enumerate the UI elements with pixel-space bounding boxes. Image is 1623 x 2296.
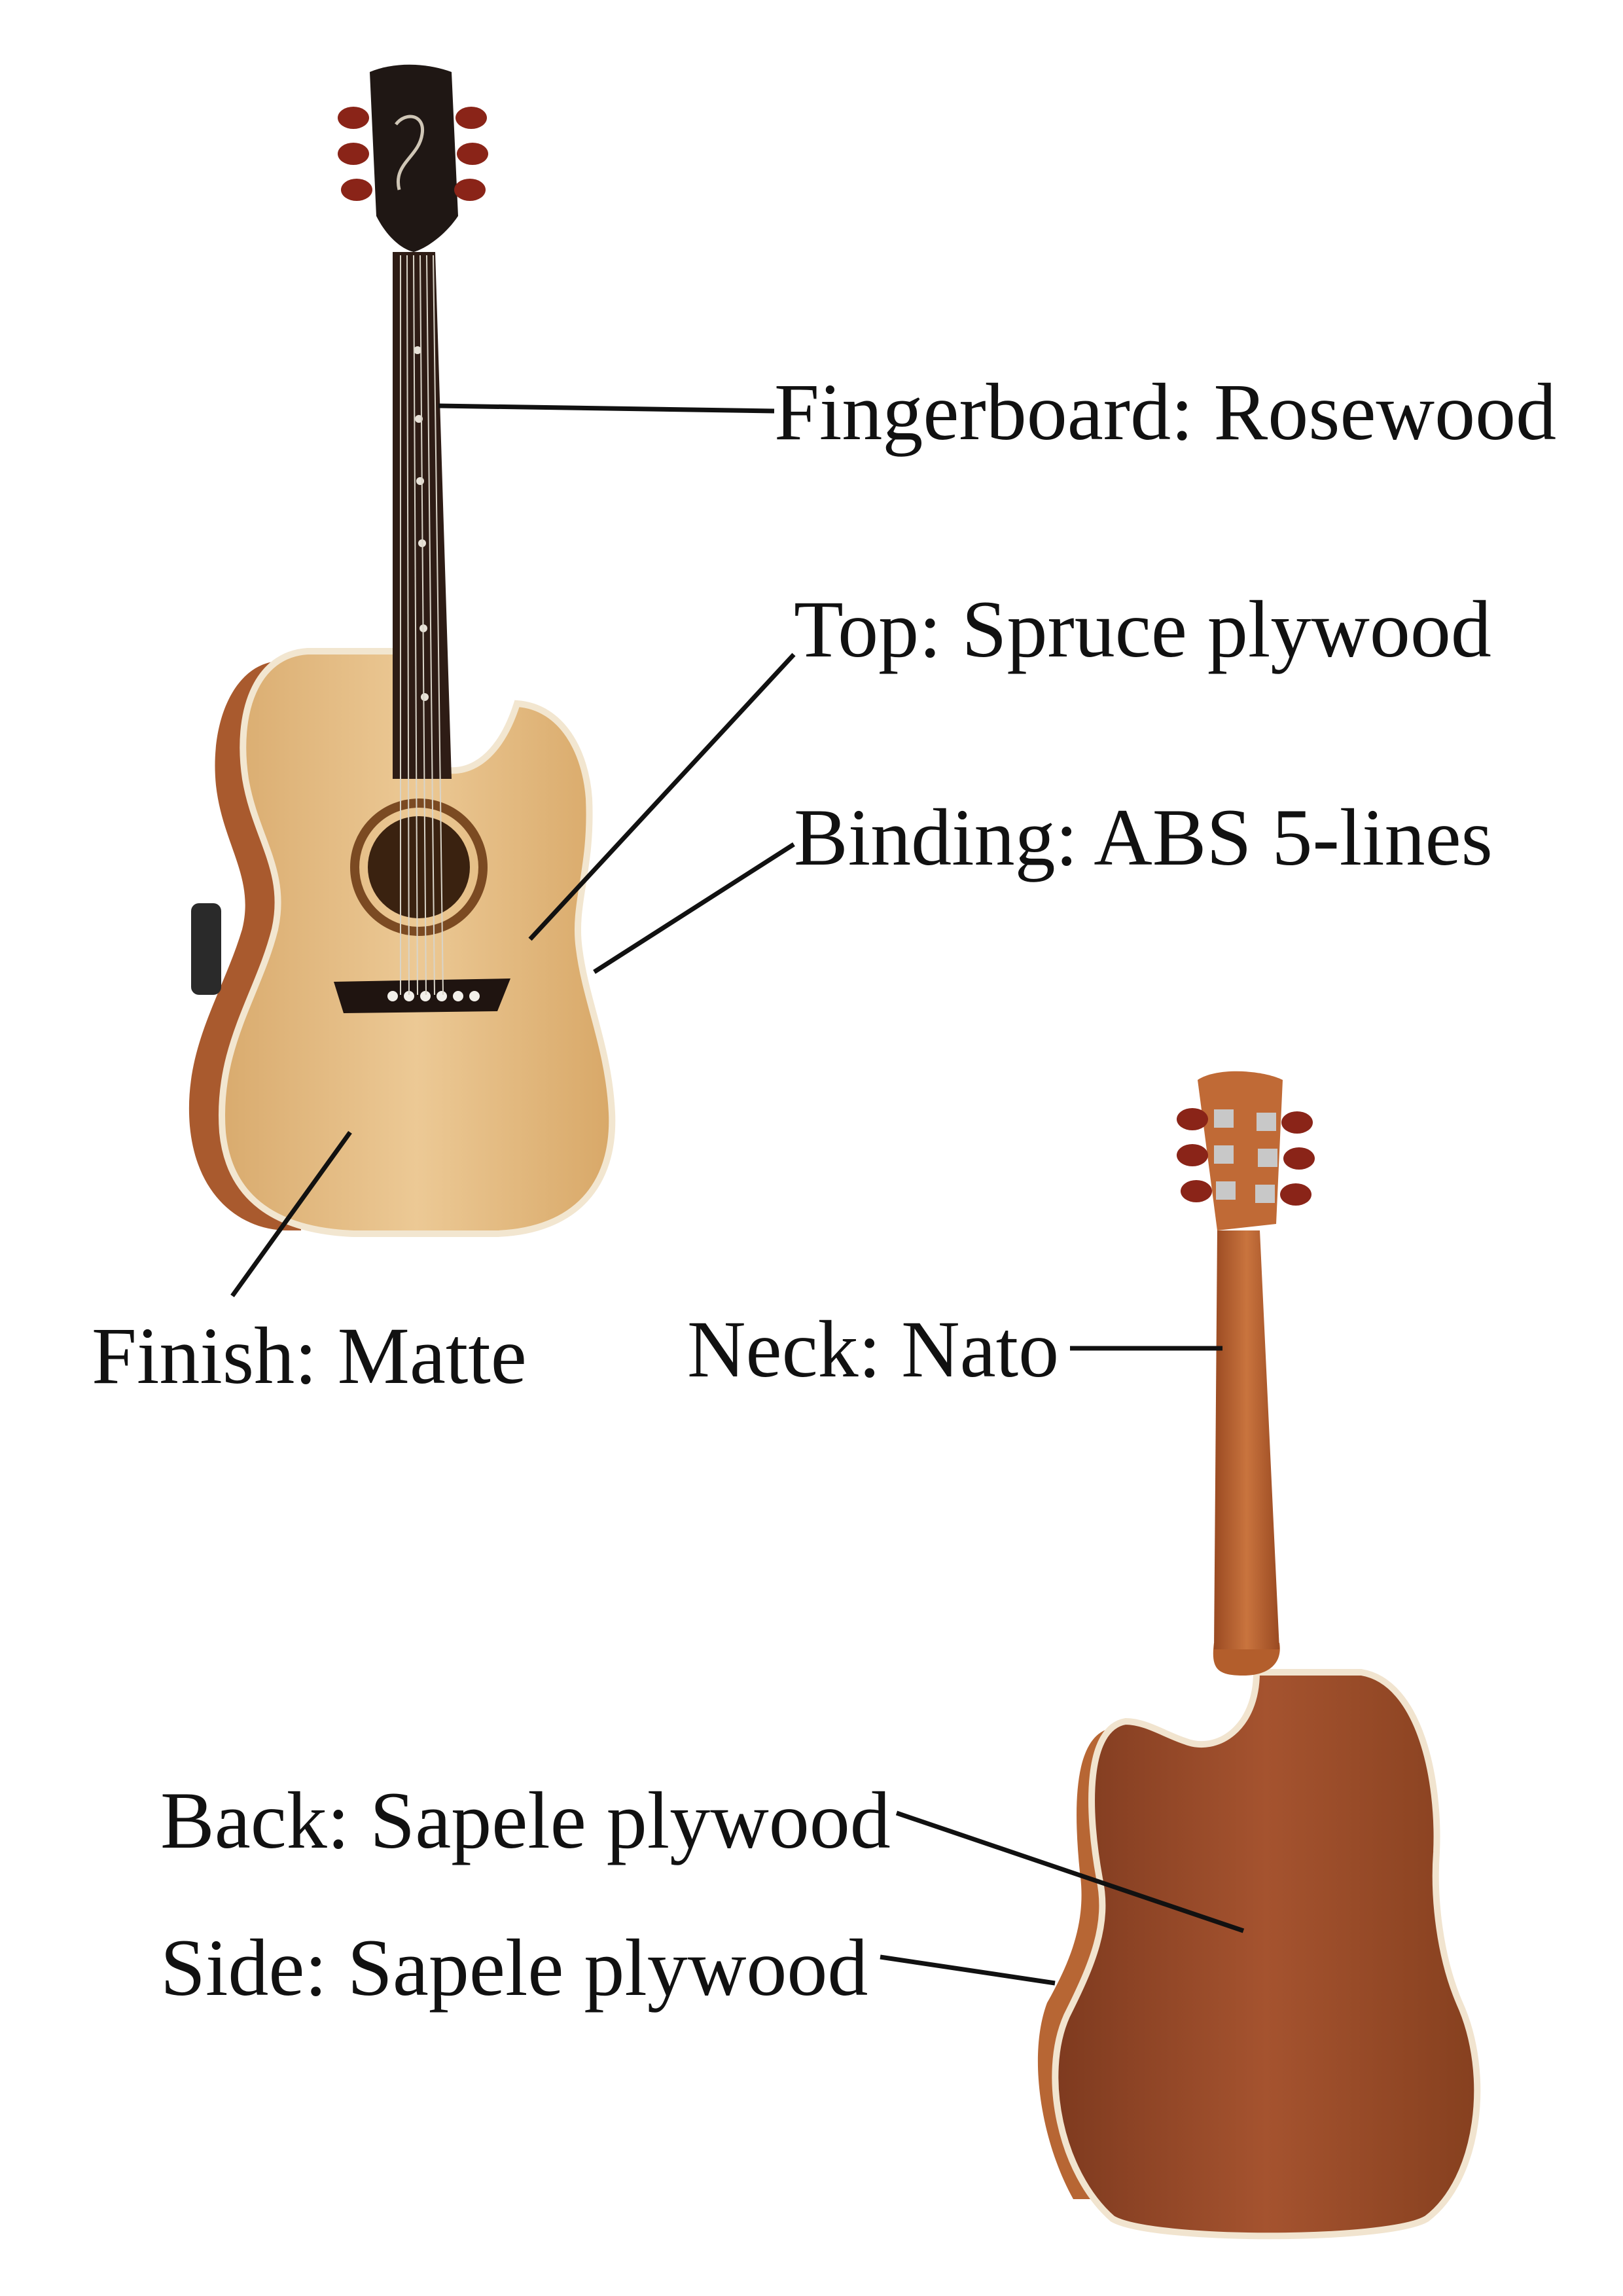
back-guitar-neck	[1214, 1230, 1279, 1649]
front-tuner-buttons	[338, 107, 488, 201]
front-guitar-headstock	[370, 64, 458, 252]
front-guitar	[188, 64, 616, 1237]
neck-label: Neck: Nato	[687, 1304, 1060, 1394]
binding-label: Binding: ABS 5-lines	[794, 793, 1493, 882]
leader-back	[895, 1810, 1245, 1933]
top-label: Top: Spruce plywood	[794, 584, 1491, 674]
leader-fingerboard	[438, 403, 775, 414]
leader-top	[528, 653, 796, 941]
callout-lines	[230, 403, 1245, 1986]
back-guitar-body	[1052, 1669, 1481, 2240]
back-tuner-buttons	[1177, 1108, 1315, 1206]
headstock-logo-icon	[395, 115, 424, 190]
front-guitar-soundhole	[368, 816, 470, 918]
bridge-pins	[387, 991, 480, 1001]
finish-label: Finish: Matte	[92, 1311, 527, 1401]
back-label: Back: Sapele plywood	[160, 1776, 891, 1865]
fingerboard-label: Fingerboard: Rosewood	[774, 367, 1557, 457]
front-guitar-preamp	[191, 903, 221, 995]
side-label: Side: Sapele plywood	[160, 1923, 868, 2013]
front-guitar-strings	[400, 255, 444, 996]
leader-finish	[230, 1130, 352, 1298]
front-guitar-soundhole-rosette	[350, 798, 488, 936]
leader-side	[880, 1954, 1056, 1986]
leader-binding	[593, 842, 795, 974]
back-guitar-heel	[1213, 1643, 1280, 1676]
back-guitar	[1037, 1071, 1481, 2240]
